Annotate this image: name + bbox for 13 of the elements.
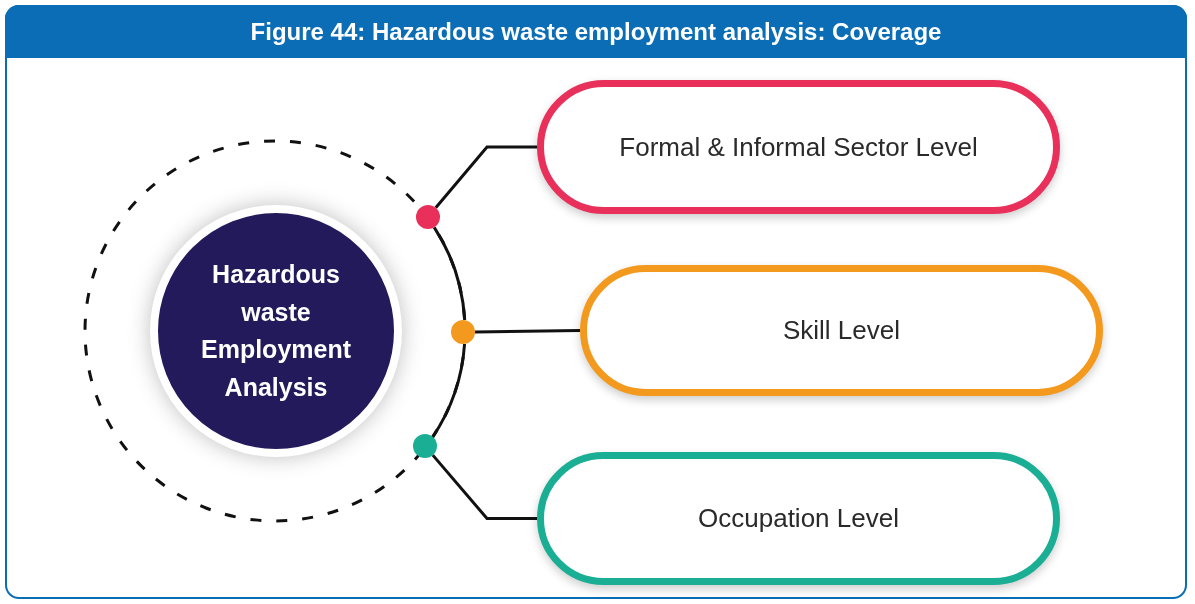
figure-title: Figure 44: Hazardous waste employment analysis: Coverage: [5, 5, 1187, 58]
level-label: Skill Level: [782, 315, 901, 346]
connector-line: [434, 145, 537, 209]
rounded-pill-box: [537, 80, 1060, 214]
connector-line: [432, 226, 467, 321]
connector-line: [474, 329, 581, 334]
connector-line: [431, 454, 537, 520]
rounded-pill-box: [537, 452, 1060, 585]
hub-label: Hazardous waste Employment Analysis: [200, 259, 352, 403]
connector-line: [431, 343, 467, 438]
level-label: Occupation Level: [698, 503, 899, 534]
level-label: Formal & Informal Sector Level: [619, 131, 978, 163]
rounded-pill-box: [580, 265, 1103, 396]
